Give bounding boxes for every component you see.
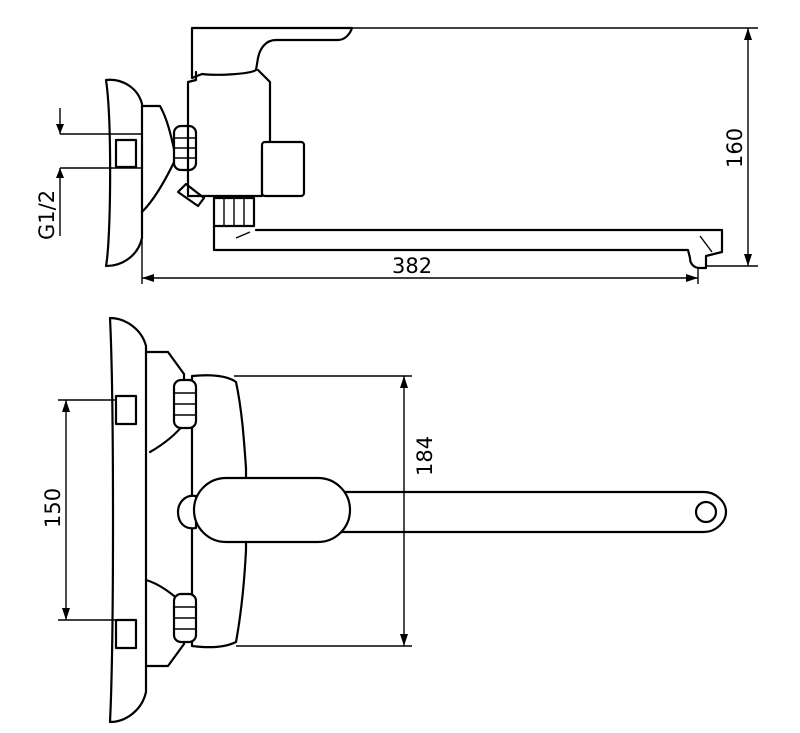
top-view xyxy=(108,316,728,724)
side-spout xyxy=(212,224,724,270)
side-shower-outlet xyxy=(260,140,306,198)
dim-184-label: 184 xyxy=(413,436,437,476)
top-lever-handle xyxy=(192,476,352,544)
top-mixer-body xyxy=(190,374,248,649)
dim-382: 382 xyxy=(141,240,699,284)
g12-dimension: G1/2 xyxy=(35,108,142,240)
side-lever-handle xyxy=(190,26,354,80)
top-spout-aerator xyxy=(694,500,718,524)
dim-160-label: 160 xyxy=(723,128,747,168)
side-view xyxy=(104,26,724,270)
side-eccentric-connector xyxy=(140,104,178,214)
g12-label: G1/2 xyxy=(35,190,59,240)
top-upper-nipple xyxy=(114,394,138,426)
side-wall-plate xyxy=(104,78,144,268)
top-wall-plate xyxy=(108,316,148,724)
side-inlet-nipple xyxy=(114,138,138,169)
top-lower-nipple xyxy=(114,618,138,650)
dim-150-label: 150 xyxy=(41,488,65,528)
side-mixer-body xyxy=(186,68,272,198)
dim-160: 160 xyxy=(352,27,758,267)
dim-150: 150 xyxy=(41,399,116,621)
dim-382-label: 382 xyxy=(392,254,432,278)
top-spout xyxy=(298,490,728,534)
dim-184: 184 xyxy=(234,375,437,647)
top-diverter-knob xyxy=(176,494,198,530)
